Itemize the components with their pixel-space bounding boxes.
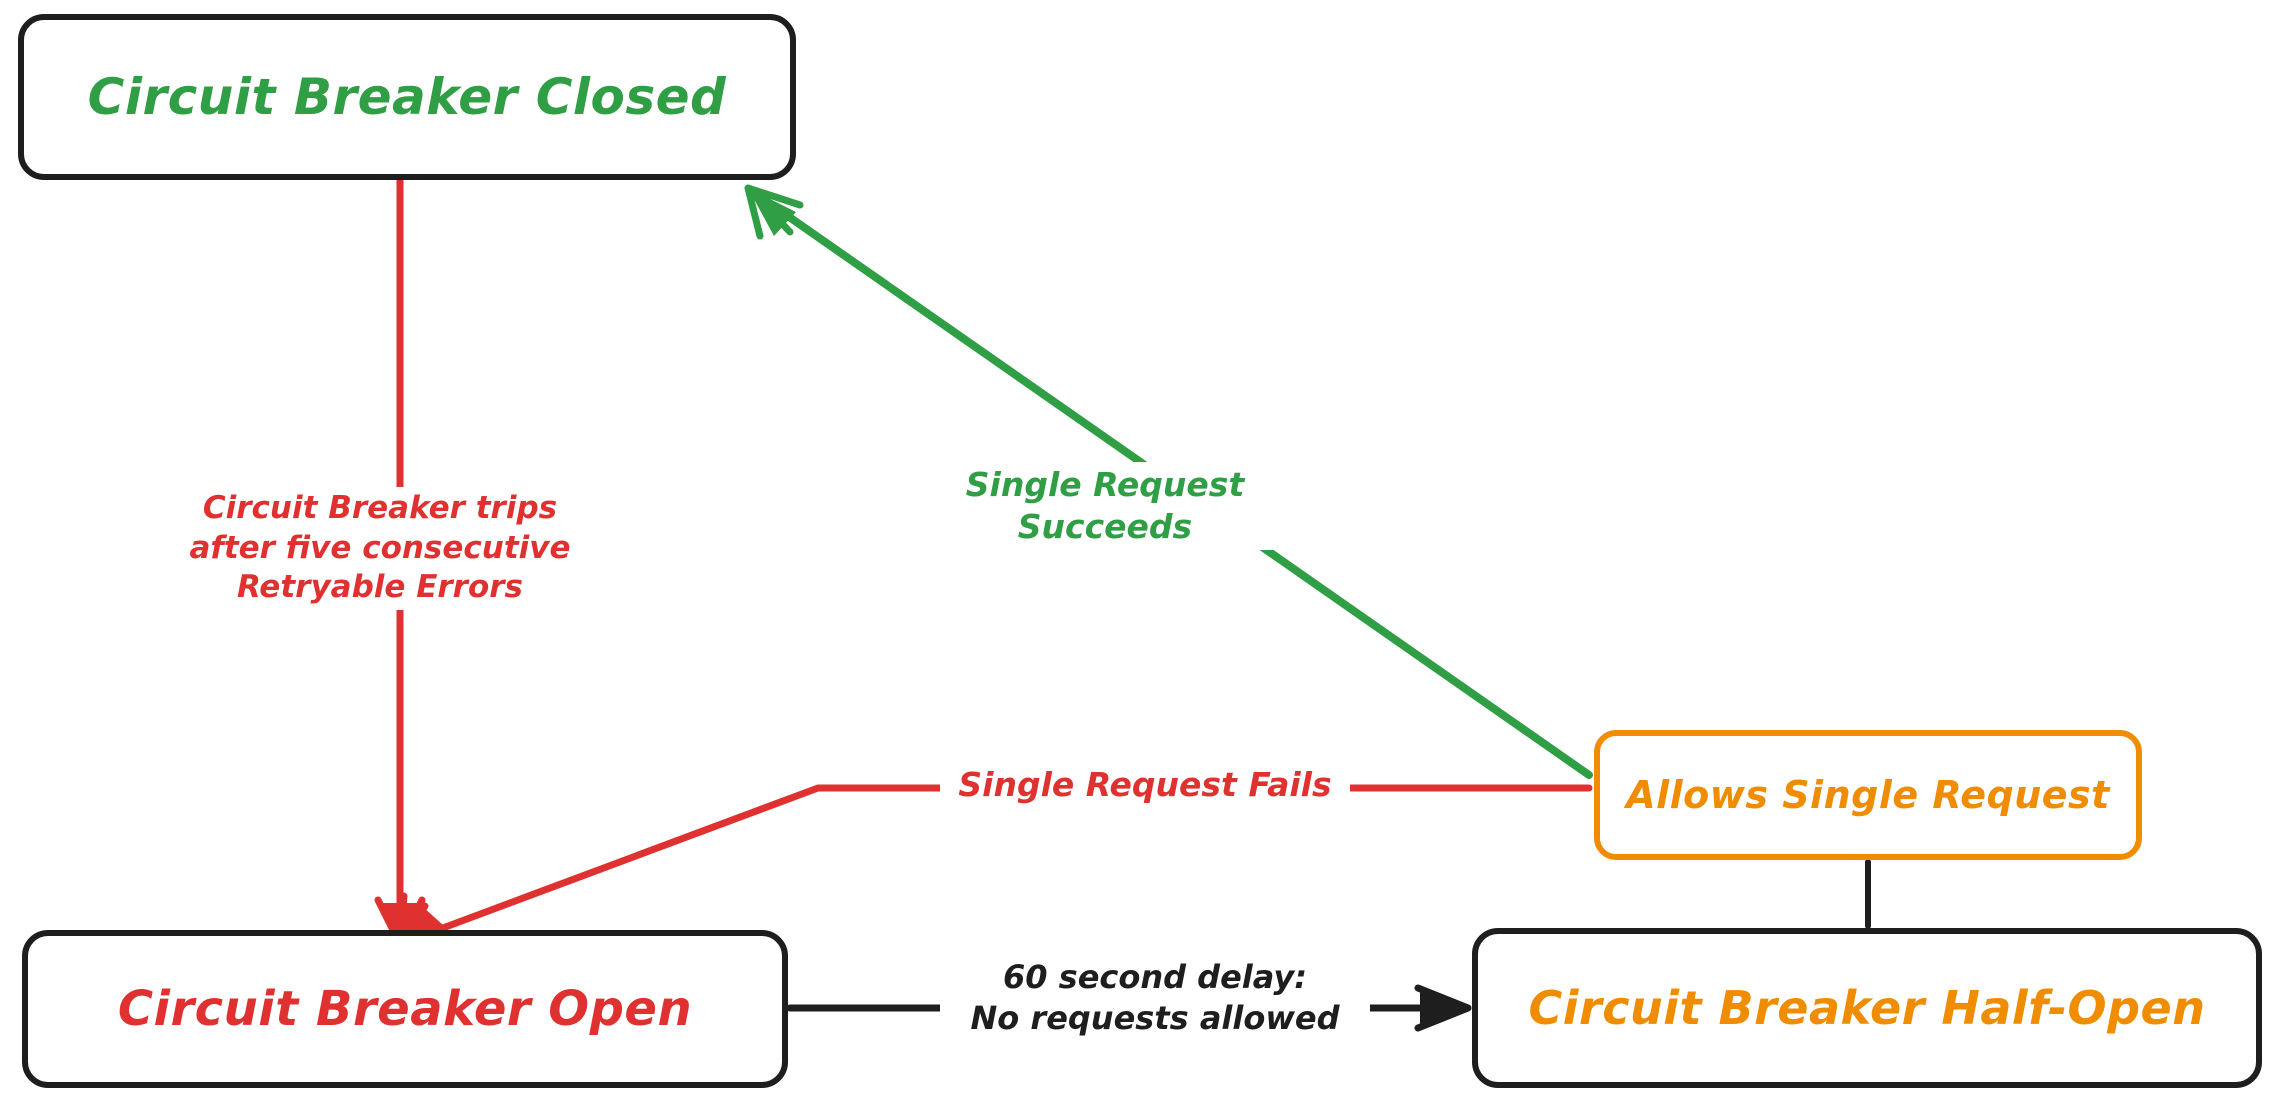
node-label-allows-single-request: Allows Single Request (1626, 773, 2110, 817)
node-circuit-breaker-half-open[interactable]: Circuit Breaker Half-Open (1472, 928, 2262, 1088)
node-circuit-breaker-closed[interactable]: Circuit Breaker Closed (18, 14, 796, 180)
node-label-open: Circuit Breaker Open (117, 981, 693, 1037)
node-allows-single-request[interactable]: Allows Single Request (1594, 730, 2142, 860)
node-label-closed: Circuit Breaker Closed (87, 68, 727, 126)
edge-label-single-request-succeeds: Single Request Succeeds (915, 462, 1295, 551)
edge-allows-to-open (396, 784, 1593, 948)
node-circuit-breaker-open[interactable]: Circuit Breaker Open (22, 930, 788, 1088)
edge-label-single-request-fails: Single Request Fails (940, 762, 1350, 809)
node-label-half-open: Circuit Breaker Half-Open (1528, 981, 2206, 1035)
edge-label-60-second-delay: 60 second delay: No requests allowed (940, 955, 1370, 1041)
edge-label-circuit-breaker-trips: Circuit Breaker trips after five consecu… (170, 487, 590, 611)
